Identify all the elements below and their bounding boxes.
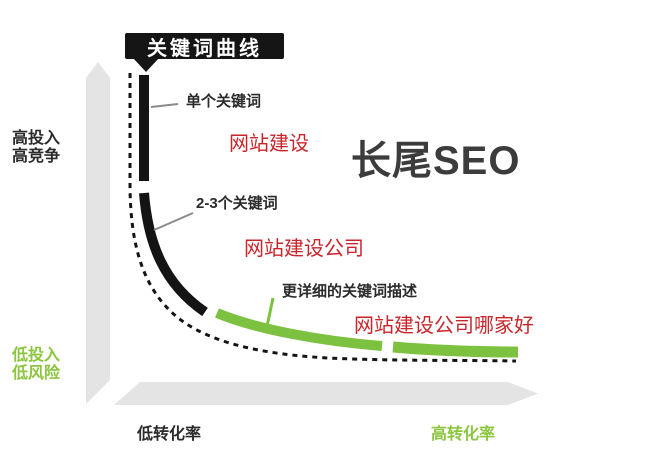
y-axis-label-high: 高投入 高竞争 (12, 130, 60, 166)
label-detailed-keywords: 更详细的关键词描述 (282, 283, 418, 300)
connector-detailed-keywords (264, 297, 275, 332)
x-axis-label-high-conversion: 高转化率 (431, 426, 496, 443)
annotation-website-construction: 网站建设 (229, 133, 309, 155)
keyword-curve-title: 关键词曲线 (125, 33, 284, 60)
x-axis-label-low-conversion: 低转化率 (137, 426, 202, 443)
headline-long-tail-seo: 长尾SEO (351, 139, 521, 183)
y-axis-label-low-line1: 低投入 (12, 347, 61, 364)
y-axis-label-high-line2: 高竞争 (12, 148, 61, 165)
y-axis-label-low: 低投入 低风险 (12, 347, 60, 383)
connector-2-3-keywords (153, 212, 194, 231)
connector-single-keyword (150, 103, 179, 108)
y-axis-label-high-line1: 高投入 (12, 130, 61, 147)
curve-segment-detailed-keywords-2 (392, 341, 519, 358)
annotation-which-company-is-best: 网站建设公司哪家好 (354, 315, 534, 337)
x-axis-arrow (114, 382, 538, 405)
y-axis-arrow (86, 62, 110, 404)
y-axis-label-low-line2: 低风险 (12, 365, 61, 382)
annotation-website-construction-company: 网站建设公司 (244, 238, 364, 260)
label-single-keyword: 单个关键词 (186, 93, 262, 110)
keyword-curve-title-pointer (133, 58, 159, 72)
label-2-3-keywords: 2-3个关键词 (196, 195, 278, 212)
